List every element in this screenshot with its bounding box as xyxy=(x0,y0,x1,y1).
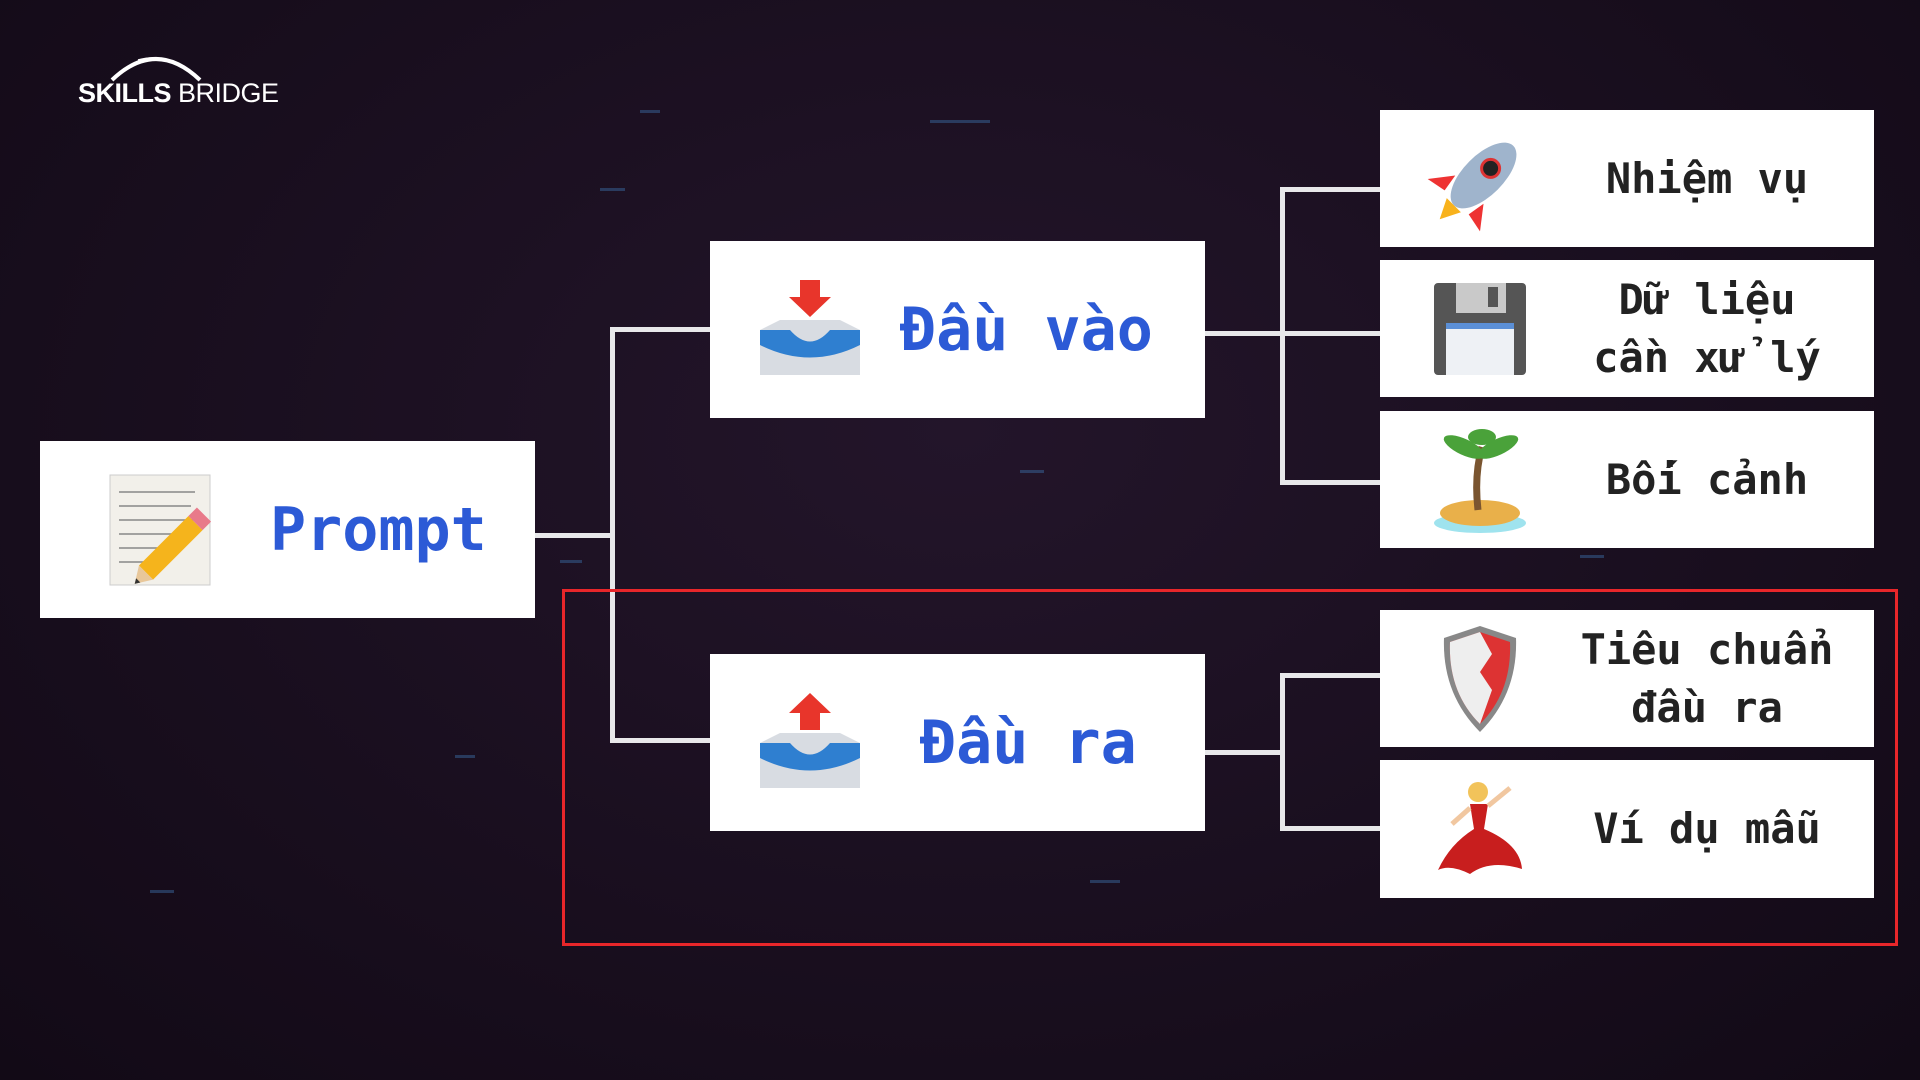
data-node: Dữ liệu cần xử lý xyxy=(1380,260,1874,397)
output-standard-label: Tiêu chuẩn đầu ra xyxy=(1580,624,1834,732)
input-label: Đầu vào xyxy=(900,294,1153,365)
sample-example-label: Ví dụ mẫu xyxy=(1593,804,1821,853)
background-speck xyxy=(455,755,475,758)
connector xyxy=(610,738,710,743)
connector xyxy=(1280,187,1380,192)
output-highlight-frame xyxy=(562,589,1898,946)
task-label: Nhiệm vụ xyxy=(1605,153,1809,203)
output-standard-node: Tiêu chuẩn đầu ra xyxy=(1380,610,1874,747)
background-speck xyxy=(1580,555,1604,558)
task-node: Nhiệm vụ xyxy=(1380,110,1874,247)
context-node: Bối cảnh xyxy=(1380,411,1874,548)
inbox-tray-icon xyxy=(750,275,870,385)
input-node: Đầu vào xyxy=(710,241,1205,418)
connector xyxy=(1280,187,1285,485)
desert-island-icon xyxy=(1420,425,1540,535)
context-label: Bối cảnh xyxy=(1605,454,1809,504)
outbox-tray-icon xyxy=(750,688,870,798)
connector xyxy=(1205,331,1380,336)
background-speck xyxy=(930,120,990,123)
background-speck xyxy=(1020,470,1044,473)
logo-text-skills: SKILLS xyxy=(78,78,172,108)
connector xyxy=(1280,673,1380,678)
output-label: Đầu ra xyxy=(920,707,1137,778)
background-speck xyxy=(1090,880,1120,883)
connector xyxy=(1280,480,1380,485)
background-speck xyxy=(560,560,582,563)
connector xyxy=(1280,673,1285,831)
connector xyxy=(1205,750,1283,755)
data-label: Dữ liệu cần xử lý xyxy=(1593,274,1821,382)
bridge-arc-icon xyxy=(110,57,202,82)
prompt-label: Prompt xyxy=(270,494,487,565)
output-node: Đầu ra xyxy=(710,654,1205,831)
prompt-node: Prompt xyxy=(40,441,535,618)
connector xyxy=(610,327,615,743)
logo-text-bridge: BRIDGE xyxy=(178,78,279,108)
memo-pencil-icon xyxy=(90,470,230,590)
rocket-icon xyxy=(1420,124,1540,234)
sample-example-node: Ví dụ mẫu xyxy=(1380,760,1874,898)
connector xyxy=(1280,826,1380,831)
skills-bridge-logo: SKILLS BRIDGE xyxy=(78,52,279,112)
background-speck xyxy=(640,110,660,113)
dancer-icon xyxy=(1420,774,1540,884)
shield-icon xyxy=(1420,624,1540,734)
floppy-disk-icon xyxy=(1420,281,1540,377)
background-speck xyxy=(150,890,174,893)
connector xyxy=(535,533,614,538)
connector xyxy=(610,327,710,332)
background-speck xyxy=(600,188,625,191)
